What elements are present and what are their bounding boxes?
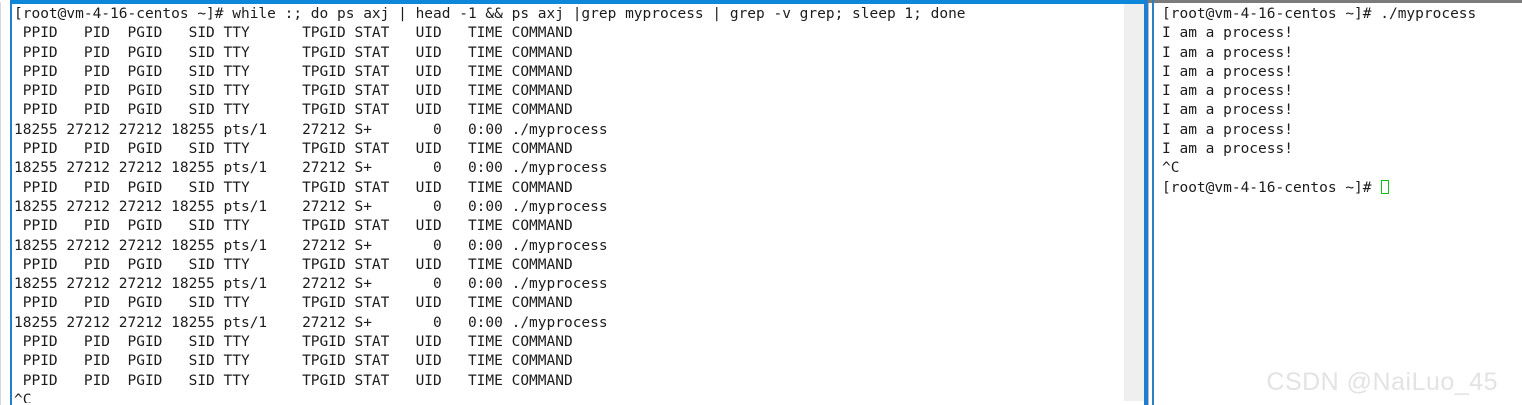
terminal-interrupt-line: ^C (1162, 160, 1180, 177)
cursor-block (1372, 179, 1390, 196)
left-terminal-output[interactable]: [root@vm-4-16-centos ~]# while :; do ps … (14, 5, 1119, 403)
terminal-line: 18255 27212 27212 18255 pts/1 27212 S+ 0… (14, 276, 608, 293)
terminal-line: PPID PID PGID SID TTY TPGID STAT UID TIM… (14, 63, 573, 80)
terminal-line: PPID PID PGID SID TTY TPGID STAT UID TIM… (14, 83, 573, 100)
terminal-line: PPID PID PGID SID TTY TPGID STAT UID TIM… (14, 256, 573, 273)
terminal-line: PPID PID PGID SID TTY TPGID STAT UID TIM… (14, 179, 573, 196)
left-pane-scrollbar[interactable] (1124, 4, 1144, 401)
terminal-line: 18255 27212 27212 18255 pts/1 27212 S+ 0… (14, 237, 608, 254)
terminal-line: PPID PID PGID SID TTY TPGID STAT UID TIM… (14, 334, 573, 351)
terminal-line: PPID PID PGID SID TTY TPGID STAT UID TIM… (14, 102, 573, 119)
terminal-pane-right[interactable]: [root@vm-4-16-centos ~]# ./myprocess I a… (1148, 0, 1522, 405)
csdn-watermark: CSDN @NaiLuo_45 (1266, 368, 1498, 396)
terminal-line: [root@vm-4-16-centos ~]# ./myprocess (1162, 6, 1477, 22)
left-pane-active-top-border (10, 0, 1148, 4)
terminal-line: PPID PID PGID SID TTY TPGID STAT UID TIM… (14, 353, 573, 370)
terminal-line: I am a process! (1162, 141, 1293, 158)
terminal-line: [root@vm-4-16-centos ~]# while :; do ps … (14, 6, 966, 22)
terminal-line: I am a process! (1162, 83, 1293, 100)
terminal-line: 18255 27212 27212 18255 pts/1 27212 S+ 0… (14, 314, 608, 331)
terminal-line: I am a process! (1162, 102, 1293, 119)
terminal-line: I am a process! (1162, 25, 1293, 42)
right-pane-outer-divider (1148, 3, 1149, 405)
left-pane-outer-divider (0, 2, 1, 405)
terminal-pane-left[interactable]: [root@vm-4-16-centos ~]# while :; do ps … (0, 0, 1148, 405)
prompt-text: [root@vm-4-16-centos ~]# (1162, 179, 1372, 196)
terminal-line: PPID PID PGID SID TTY TPGID STAT UID TIM… (14, 295, 573, 312)
terminal-prompt-line: [root@vm-4-16-centos ~]# (1162, 179, 1518, 198)
terminal-line: PPID PID PGID SID TTY TPGID STAT UID TIM… (14, 44, 573, 61)
left-pane-active-right-border (1144, 0, 1148, 405)
terminal-line: PPID PID PGID SID TTY TPGID STAT UID TIM… (14, 25, 573, 42)
right-pane-top-border (1148, 0, 1522, 3)
right-terminal-output[interactable]: [root@vm-4-16-centos ~]# ./myprocess I a… (1162, 5, 1518, 403)
terminal-line: I am a process! (1162, 121, 1293, 138)
left-pane-active-left-border (10, 0, 12, 405)
right-pane-left-border (1152, 0, 1154, 405)
terminal-line: I am a process! (1162, 63, 1293, 80)
terminal-line: 18255 27212 27212 18255 pts/1 27212 S+ 0… (14, 160, 608, 177)
terminal-line: 18255 27212 27212 18255 pts/1 27212 S+ 0… (14, 121, 608, 138)
terminal-line: 18255 27212 27212 18255 pts/1 27212 S+ 0… (14, 198, 608, 215)
terminal-line: PPID PID PGID SID TTY TPGID STAT UID TIM… (14, 218, 573, 235)
terminal-line: I am a process! (1162, 44, 1293, 61)
terminal-line: PPID PID PGID SID TTY TPGID STAT UID TIM… (14, 141, 573, 158)
terminal-line: PPID PID PGID SID TTY TPGID STAT UID TIM… (14, 372, 573, 389)
terminal-interrupt-line: ^C (14, 391, 32, 403)
